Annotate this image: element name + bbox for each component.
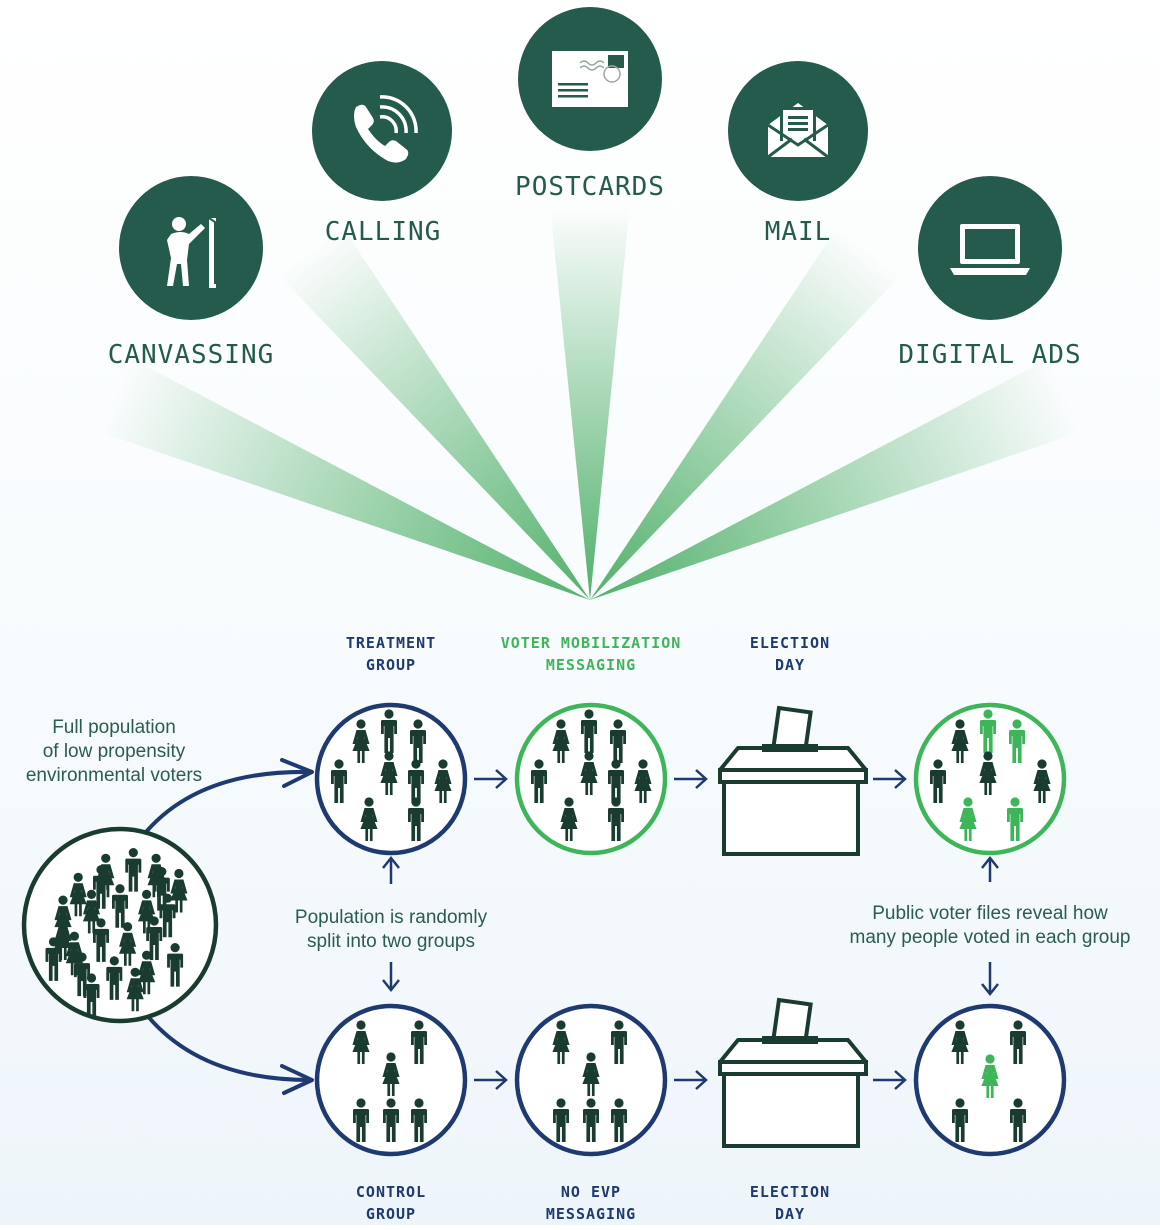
control-group-circle xyxy=(314,1003,468,1157)
step-arrows xyxy=(382,769,999,1090)
flow-connectors xyxy=(144,758,314,1095)
phone-call-icon xyxy=(312,61,452,201)
channel-label-canvassing: CANVASSING xyxy=(107,340,275,370)
branch-arrow-top xyxy=(144,769,311,834)
branch-arrowhead-bottom xyxy=(280,1064,314,1095)
message-rays xyxy=(99,205,1081,600)
control-result-circle xyxy=(913,1003,1067,1157)
step-arrow xyxy=(382,962,400,993)
branch-arrowhead-top xyxy=(280,758,314,788)
step-arrow xyxy=(674,769,708,789)
canvassing-door-knock-icon xyxy=(119,176,263,320)
no-evp-messaging-circle xyxy=(514,1003,668,1157)
step-arrow xyxy=(981,962,999,997)
group-circles xyxy=(21,702,1067,1157)
postcard-icon xyxy=(518,7,662,151)
step-arrow xyxy=(674,1070,708,1090)
channel-label-postcards: POSTCARDS xyxy=(515,172,665,202)
treatment-group-circle xyxy=(314,702,468,856)
mail-envelope-icon xyxy=(728,61,868,201)
step-arrow xyxy=(474,769,508,789)
population-circle xyxy=(21,826,219,1024)
ballot-box-icon-top xyxy=(718,705,868,856)
outreach-channels xyxy=(119,7,1062,320)
message-ray xyxy=(590,225,902,600)
branch-arrow-bottom xyxy=(144,1012,311,1082)
message-ray xyxy=(590,358,1081,600)
message-ray xyxy=(99,358,590,600)
message-ray xyxy=(278,225,590,600)
step-arrow xyxy=(382,855,400,884)
laptop-icon xyxy=(918,176,1062,320)
step-arrow xyxy=(981,855,999,882)
treatment-result-circle xyxy=(913,702,1067,856)
step-arrow xyxy=(873,769,907,789)
channel-label-mail: MAIL xyxy=(764,217,832,247)
step-arrow xyxy=(474,1070,508,1090)
channel-label-calling: CALLING xyxy=(324,217,442,247)
ballot-box-icon-bottom xyxy=(718,997,868,1148)
step-arrow xyxy=(873,1070,907,1090)
channel-label-digital-ads: DIGITAL ADS xyxy=(898,340,1082,370)
voter-mobilization-circle xyxy=(514,702,668,856)
message-ray xyxy=(550,205,630,600)
